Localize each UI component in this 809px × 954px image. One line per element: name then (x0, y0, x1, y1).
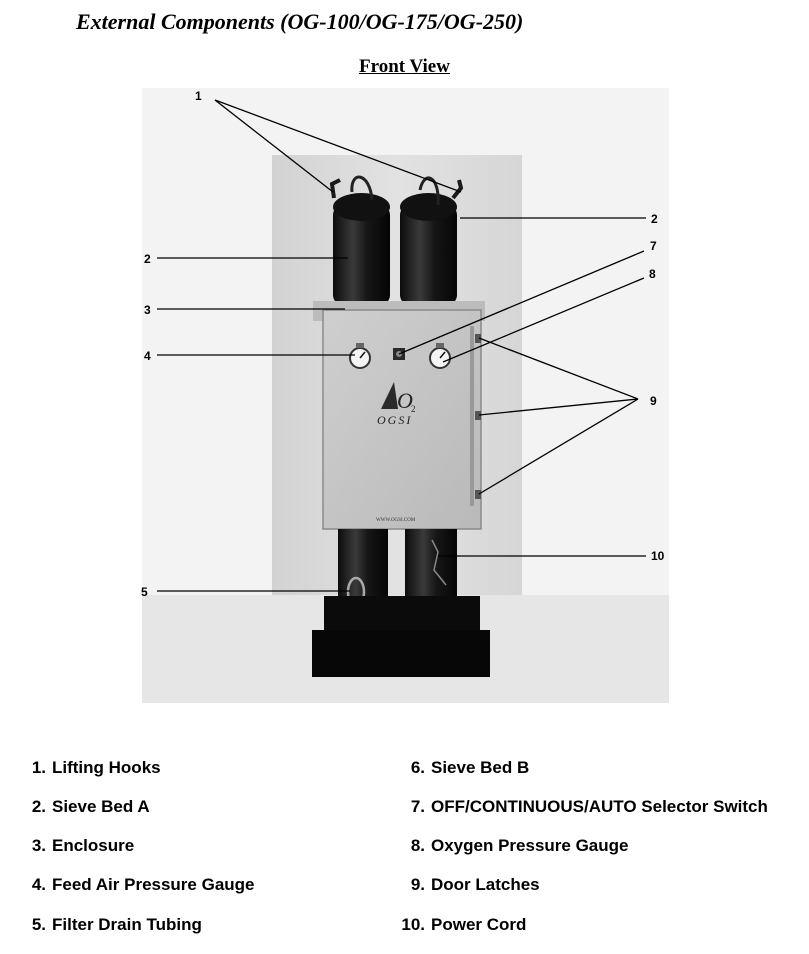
legend-label: Lifting Hooks (52, 758, 161, 777)
callout-1: 1 (195, 89, 202, 103)
legend-number: 3. (31, 836, 46, 855)
logo-text: OGSI (377, 413, 412, 427)
front-view-figure: O 2 OGSI WWW.OGSI.COM 1 2 2 (141, 88, 669, 703)
title-prefix: External Components ( (76, 9, 288, 34)
legend-label: Sieve Bed A (52, 797, 150, 816)
legend-number: 4. (31, 875, 46, 894)
title-suffix: ) (516, 9, 524, 34)
callout-8: 8 (649, 267, 656, 281)
legend-item: 6. Sieve Bed B (390, 758, 529, 778)
legend-item: 4. Feed Air Pressure Gauge (22, 875, 255, 895)
base-skid (312, 596, 490, 677)
document-title: External Components (OG-100/OG-175/OG-25… (76, 9, 523, 35)
sieve-bed-b-tank (400, 193, 457, 305)
legend-item: 10. Power Cord (390, 915, 526, 935)
logo-subscript: 2 (411, 404, 416, 414)
leader-lines (157, 99, 646, 592)
logo-mark: O (397, 388, 413, 413)
legend-item: 7. OFF/CONTINUOUS/AUTO Selector Switch (390, 797, 768, 817)
legend-item: 1. Lifting Hooks (22, 758, 161, 778)
ogsi-logo: O 2 OGSI WWW.OGSI.COM (376, 382, 416, 523)
view-title: Front View (359, 56, 450, 77)
legend-item: 2. Sieve Bed A (22, 797, 150, 817)
power-cord-icon (431, 539, 447, 586)
legend-item: 8. Oxygen Pressure Gauge (390, 836, 629, 856)
legend-number: 6. (410, 758, 425, 777)
legend-number: 10. (401, 915, 425, 934)
legend-label: Oxygen Pressure Gauge (431, 836, 629, 855)
callouts: 1 2 2 3 4 5 7 8 9 10 (141, 89, 665, 599)
lifting-hook-icon (329, 178, 464, 200)
legend-label: Feed Air Pressure Gauge (52, 875, 255, 894)
legend-number: 1. (31, 758, 46, 777)
callout-3: 3 (144, 303, 151, 317)
callout-2-right: 2 (651, 212, 658, 226)
legend-label: Sieve Bed B (431, 758, 530, 777)
sieve-bed-a-tank (333, 193, 390, 305)
callout-4: 4 (144, 349, 151, 363)
legend-label: Enclosure (52, 836, 135, 855)
legend-number: 9. (410, 875, 425, 894)
callout-7: 7 (650, 239, 657, 253)
callout-5: 5 (141, 585, 148, 599)
legend-number: 7. (410, 797, 425, 816)
legend-item: 3. Enclosure (22, 836, 134, 856)
feed-air-pressure-gauge-icon (349, 343, 371, 369)
unit-photo: O 2 OGSI WWW.OGSI.COM (142, 88, 669, 703)
door-latch-icon (475, 334, 481, 499)
callout-9: 9 (650, 394, 657, 408)
legend-item: 5. Filter Drain Tubing (22, 915, 202, 935)
legend-number: 2. (31, 797, 46, 816)
tubing (350, 175, 440, 206)
enclosure (313, 301, 485, 530)
title-models: OG-100/OG-175/OG-250 (287, 9, 517, 34)
legend-label: Filter Drain Tubing (52, 915, 202, 934)
legend-number: 5. (31, 915, 46, 934)
website-text: WWW.OGSI.COM (376, 518, 416, 523)
legend-item: 9. Door Latches (390, 875, 540, 895)
oxygen-pressure-gauge-icon (429, 343, 451, 369)
callout-2-left: 2 (144, 252, 151, 266)
legend-number: 8. (410, 836, 425, 855)
legend-label: Door Latches (431, 875, 540, 894)
legend-label: OFF/CONTINUOUS/AUTO Selector Switch (431, 797, 768, 816)
legend-label: Power Cord (431, 915, 527, 934)
callout-10: 10 (651, 549, 665, 563)
